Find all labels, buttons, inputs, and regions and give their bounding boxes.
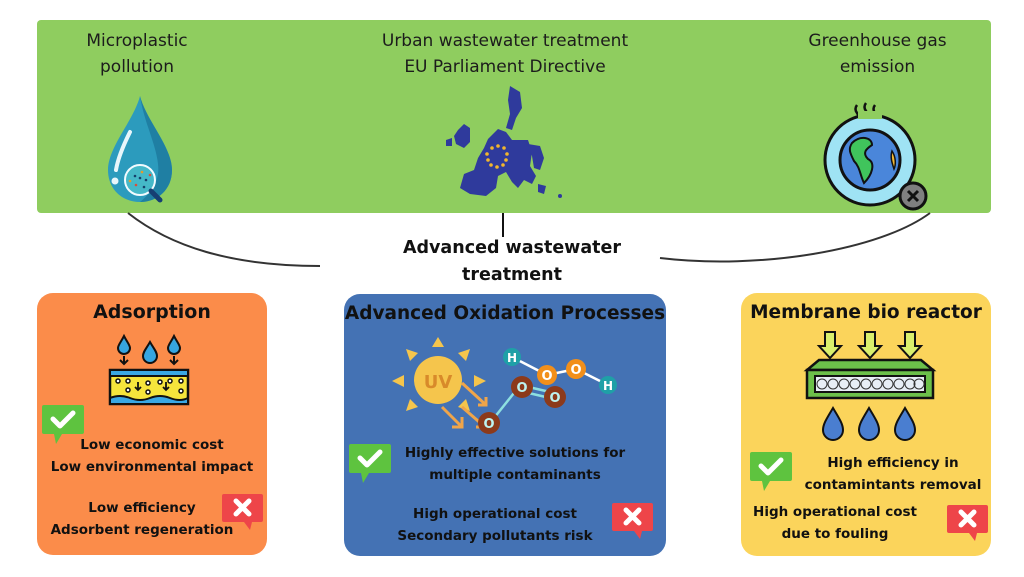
con-x-icon bbox=[947, 505, 988, 541]
card-title: Membrane bio reactor bbox=[750, 302, 982, 323]
hydrogen-atom: H bbox=[507, 351, 517, 365]
title-line: Advanced wastewater bbox=[402, 238, 622, 258]
pro-text: Highly effective solutions for bbox=[404, 445, 626, 461]
membrane-filter-icon bbox=[803, 331, 937, 441]
title-line: treatment bbox=[462, 265, 562, 285]
label-line: pollution bbox=[100, 57, 174, 77]
mbr-pros: High efficiency in contamintants removal bbox=[795, 452, 991, 496]
oxygen-atom: O bbox=[541, 369, 552, 384]
pro-text: contamintants removal bbox=[804, 477, 982, 493]
label-line: Greenhouse gas bbox=[808, 31, 947, 51]
con-text: due to fouling bbox=[781, 526, 889, 542]
pro-text: Low economic cost bbox=[80, 437, 224, 453]
microplastic-label: Microplastic pollution bbox=[62, 28, 212, 80]
water-drop-magnifier-icon bbox=[108, 96, 172, 203]
oxygen-atom: O bbox=[570, 363, 581, 378]
uv-label: UV bbox=[424, 372, 453, 393]
label-line: Microplastic bbox=[86, 31, 188, 51]
label-line: EU Parliament Directive bbox=[404, 57, 606, 77]
left-arc bbox=[127, 212, 321, 267]
directive-label: Urban wastewater treatment EU Parliament… bbox=[355, 28, 655, 80]
hot-earth-icon bbox=[823, 102, 928, 211]
label-line: emission bbox=[839, 57, 916, 77]
oxygen-atom: O bbox=[483, 417, 494, 432]
pro-check-icon bbox=[42, 405, 84, 444]
eu-map-icon bbox=[446, 86, 562, 198]
con-text: Secondary pollutants risk bbox=[397, 528, 593, 544]
aop-cons: High operational cost Secondary pollutan… bbox=[380, 503, 610, 547]
pro-text: multiple contaminants bbox=[429, 467, 601, 483]
hydrogen-atom: H bbox=[603, 379, 613, 393]
uv-molecule-icon: UV H O O H O O O bbox=[392, 337, 617, 434]
card-title: Advanced Oxidation Processes bbox=[344, 303, 666, 324]
con-x-icon bbox=[612, 503, 653, 539]
con-x-icon bbox=[222, 494, 263, 530]
pro-text: High efficiency in bbox=[827, 455, 959, 471]
mbr-cons: High operational cost due to fouling bbox=[750, 501, 920, 545]
center-title: Advanced wastewater treatment bbox=[340, 235, 684, 289]
label-line: Urban wastewater treatment bbox=[381, 31, 629, 51]
adsorption-cons: Low efficiency Adsorbent regeneration bbox=[37, 497, 247, 541]
adsorption-filter-icon bbox=[108, 333, 190, 406]
card-title: Adsorption bbox=[93, 301, 211, 323]
aop-pros: Highly effective solutions for multiple … bbox=[395, 442, 635, 486]
con-text: Low efficiency bbox=[88, 500, 196, 516]
con-text: High operational cost bbox=[753, 504, 917, 520]
pro-check-icon bbox=[750, 452, 792, 491]
right-arc bbox=[659, 212, 931, 263]
adsorption-pros: Low economic cost Low environmental impa… bbox=[37, 434, 267, 478]
con-text: Adsorbent regeneration bbox=[50, 522, 234, 538]
oxygen-atom: O bbox=[516, 381, 527, 396]
greenhouse-label: Greenhouse gas emission bbox=[790, 28, 965, 80]
pro-check-icon bbox=[349, 444, 391, 483]
oxygen-atom: O bbox=[549, 391, 560, 406]
con-text: High operational cost bbox=[413, 506, 577, 522]
pro-text: Low environmental impact bbox=[50, 459, 254, 475]
